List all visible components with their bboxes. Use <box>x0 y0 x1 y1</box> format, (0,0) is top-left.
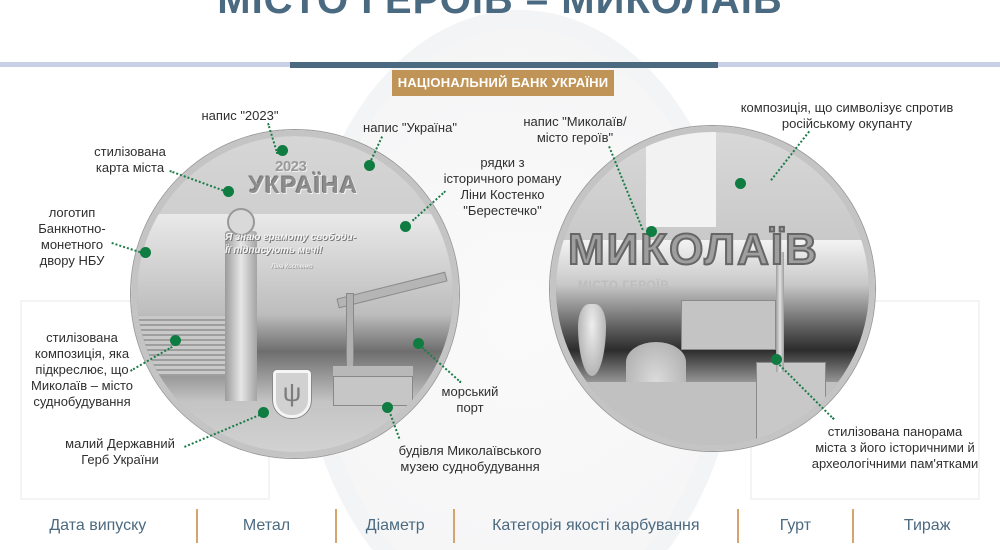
callout-text: історичного роману <box>443 171 562 186</box>
tab-minting-quality[interactable]: Категорія якості карбування <box>492 517 700 534</box>
callout-dot <box>735 178 746 189</box>
callout-map: стилізована карта міста <box>80 144 180 176</box>
column-emblem <box>227 208 255 236</box>
coin-city-name: МИКОЛАЇВ <box>567 224 819 275</box>
callout-year: напис "2023" <box>180 108 300 124</box>
tab-edge[interactable]: Гурт <box>779 517 812 534</box>
callout-dot <box>364 160 375 171</box>
coin-quote-author: Ліна Костенко <box>271 264 313 270</box>
coat-of-arms-shield: ψ <box>273 370 311 418</box>
tab-separator <box>453 509 456 543</box>
callout-text: суднобудування <box>33 394 131 409</box>
callout-text: підкреслює, що <box>35 362 129 377</box>
callout-ukraine: напис "Україна" <box>355 120 465 136</box>
callout-text: напис "Миколаїв/ <box>523 114 627 129</box>
callout-text: карта міста <box>95 160 165 175</box>
callout-text: російському окупанту <box>781 116 913 131</box>
coin-obverse: 2023 УКРАЇНА Я знаю грамоту свободи- Її … <box>131 130 459 458</box>
museum-building <box>333 366 413 406</box>
callout-text: логотип <box>48 205 96 220</box>
callout-text: композиція, що символізує спротив <box>740 100 954 115</box>
tab-mintage[interactable]: Тираж <box>903 517 951 534</box>
tab-metal[interactable]: Метал <box>242 517 291 534</box>
callout-text: музею суднобудування <box>400 459 540 474</box>
coin-quote-line1: Я знаю грамоту свободи- <box>225 232 357 243</box>
coin-year: 2023 <box>275 158 307 175</box>
coin-reverse: МИКОЛАЇВ МІСТО ГЕРОЇВ <box>550 126 875 451</box>
map-area <box>137 136 453 214</box>
callout-text: міста з його історичними й <box>815 440 975 455</box>
callout-text: Банкнотно- <box>38 221 106 236</box>
callout-dot <box>277 145 288 156</box>
callout-dot <box>223 186 234 197</box>
tab-separator <box>736 509 739 543</box>
info-tabs: Дата випуску Метал Діаметр Категорія яко… <box>0 509 1000 543</box>
tab-separator <box>852 509 855 543</box>
callout-dot <box>400 221 411 232</box>
spire-monument <box>776 252 784 372</box>
historic-building <box>681 300 776 350</box>
coin-quote: Я знаю грамоту свободи- Її підписують ме… <box>225 231 385 257</box>
callout-text: Ліни Костенко <box>460 187 545 202</box>
tower-building <box>756 362 826 445</box>
callout-text: Миколаїв – місто <box>30 378 134 393</box>
column-monument <box>225 231 257 401</box>
callout-dot <box>170 335 181 346</box>
trident-icon: ψ <box>282 377 302 407</box>
callout-port: морський порт <box>430 384 510 416</box>
callout-dot <box>646 226 657 237</box>
coin-city-subtitle: МІСТО ГЕРОЇВ <box>578 278 670 292</box>
callout-text: двору НБУ <box>39 253 105 268</box>
callout-museum: будівля Миколаївського музею суднобудува… <box>380 443 560 475</box>
callout-shipbuilding: стилізована композиція, яка підкреслює, … <box>12 330 152 410</box>
callout-text: напис "2023" <box>201 108 279 123</box>
callout-text: стилізована панорама <box>827 424 963 439</box>
callout-text: археологічними пам'ятками <box>811 456 979 471</box>
callout-dot <box>140 247 151 258</box>
callout-text: будівля Миколаївського <box>398 443 542 458</box>
church-dome <box>626 342 686 382</box>
tab-release-date[interactable]: Дата випуску <box>49 517 147 534</box>
callout-dot <box>771 354 782 365</box>
callout-text: морський <box>441 384 499 399</box>
callout-text: малий Державний <box>65 436 175 451</box>
coin-country: УКРАЇНА <box>249 172 359 199</box>
callout-dot <box>258 407 269 418</box>
port-crane-leg <box>347 294 353 374</box>
callout-coat-of-arms: малий Державний Герб України <box>50 436 190 468</box>
page-title: МІСТО ГЕРОЇВ – МИКОЛАЇВ <box>217 0 783 22</box>
callout-text: стилізована <box>94 144 166 159</box>
resistance-highlight <box>646 132 716 227</box>
sea-waves <box>137 316 227 376</box>
callout-dot <box>382 402 393 413</box>
callout-city-inscription: напис "Миколаїв/ місто героїв" <box>510 114 640 146</box>
callout-text: стилізована <box>46 330 118 345</box>
callout-text: рядки з <box>480 155 525 170</box>
tab-diameter[interactable]: Діаметр <box>365 517 425 534</box>
tab-separator <box>195 509 198 543</box>
coin-quote-line2: Її підписують мечі! <box>225 245 323 256</box>
callout-text: місто героїв" <box>536 130 614 145</box>
callout-text: монетного <box>40 237 104 252</box>
bank-badge: НАЦІОНАЛЬНИЙ БАНК УКРАЇНИ <box>392 70 614 96</box>
header-divider-dark <box>290 62 718 68</box>
callout-mint-logo: логотип Банкнотно- монетного двору НБУ <box>22 205 122 269</box>
callout-novel: рядки з історичного роману Ліни Костенко… <box>430 155 575 219</box>
callout-text: "Берестечко" <box>463 203 542 218</box>
callout-text: напис "Україна" <box>363 120 457 135</box>
callout-text: Герб України <box>81 452 159 467</box>
tab-separator <box>335 509 338 543</box>
callout-panorama: стилізована панорама міста з його істори… <box>800 424 990 472</box>
callout-resistance: композиція, що символізує спротив російс… <box>732 100 962 132</box>
callout-text: композиція, яка <box>34 346 130 361</box>
callout-text: порт <box>456 400 484 415</box>
callout-dot <box>413 338 424 349</box>
